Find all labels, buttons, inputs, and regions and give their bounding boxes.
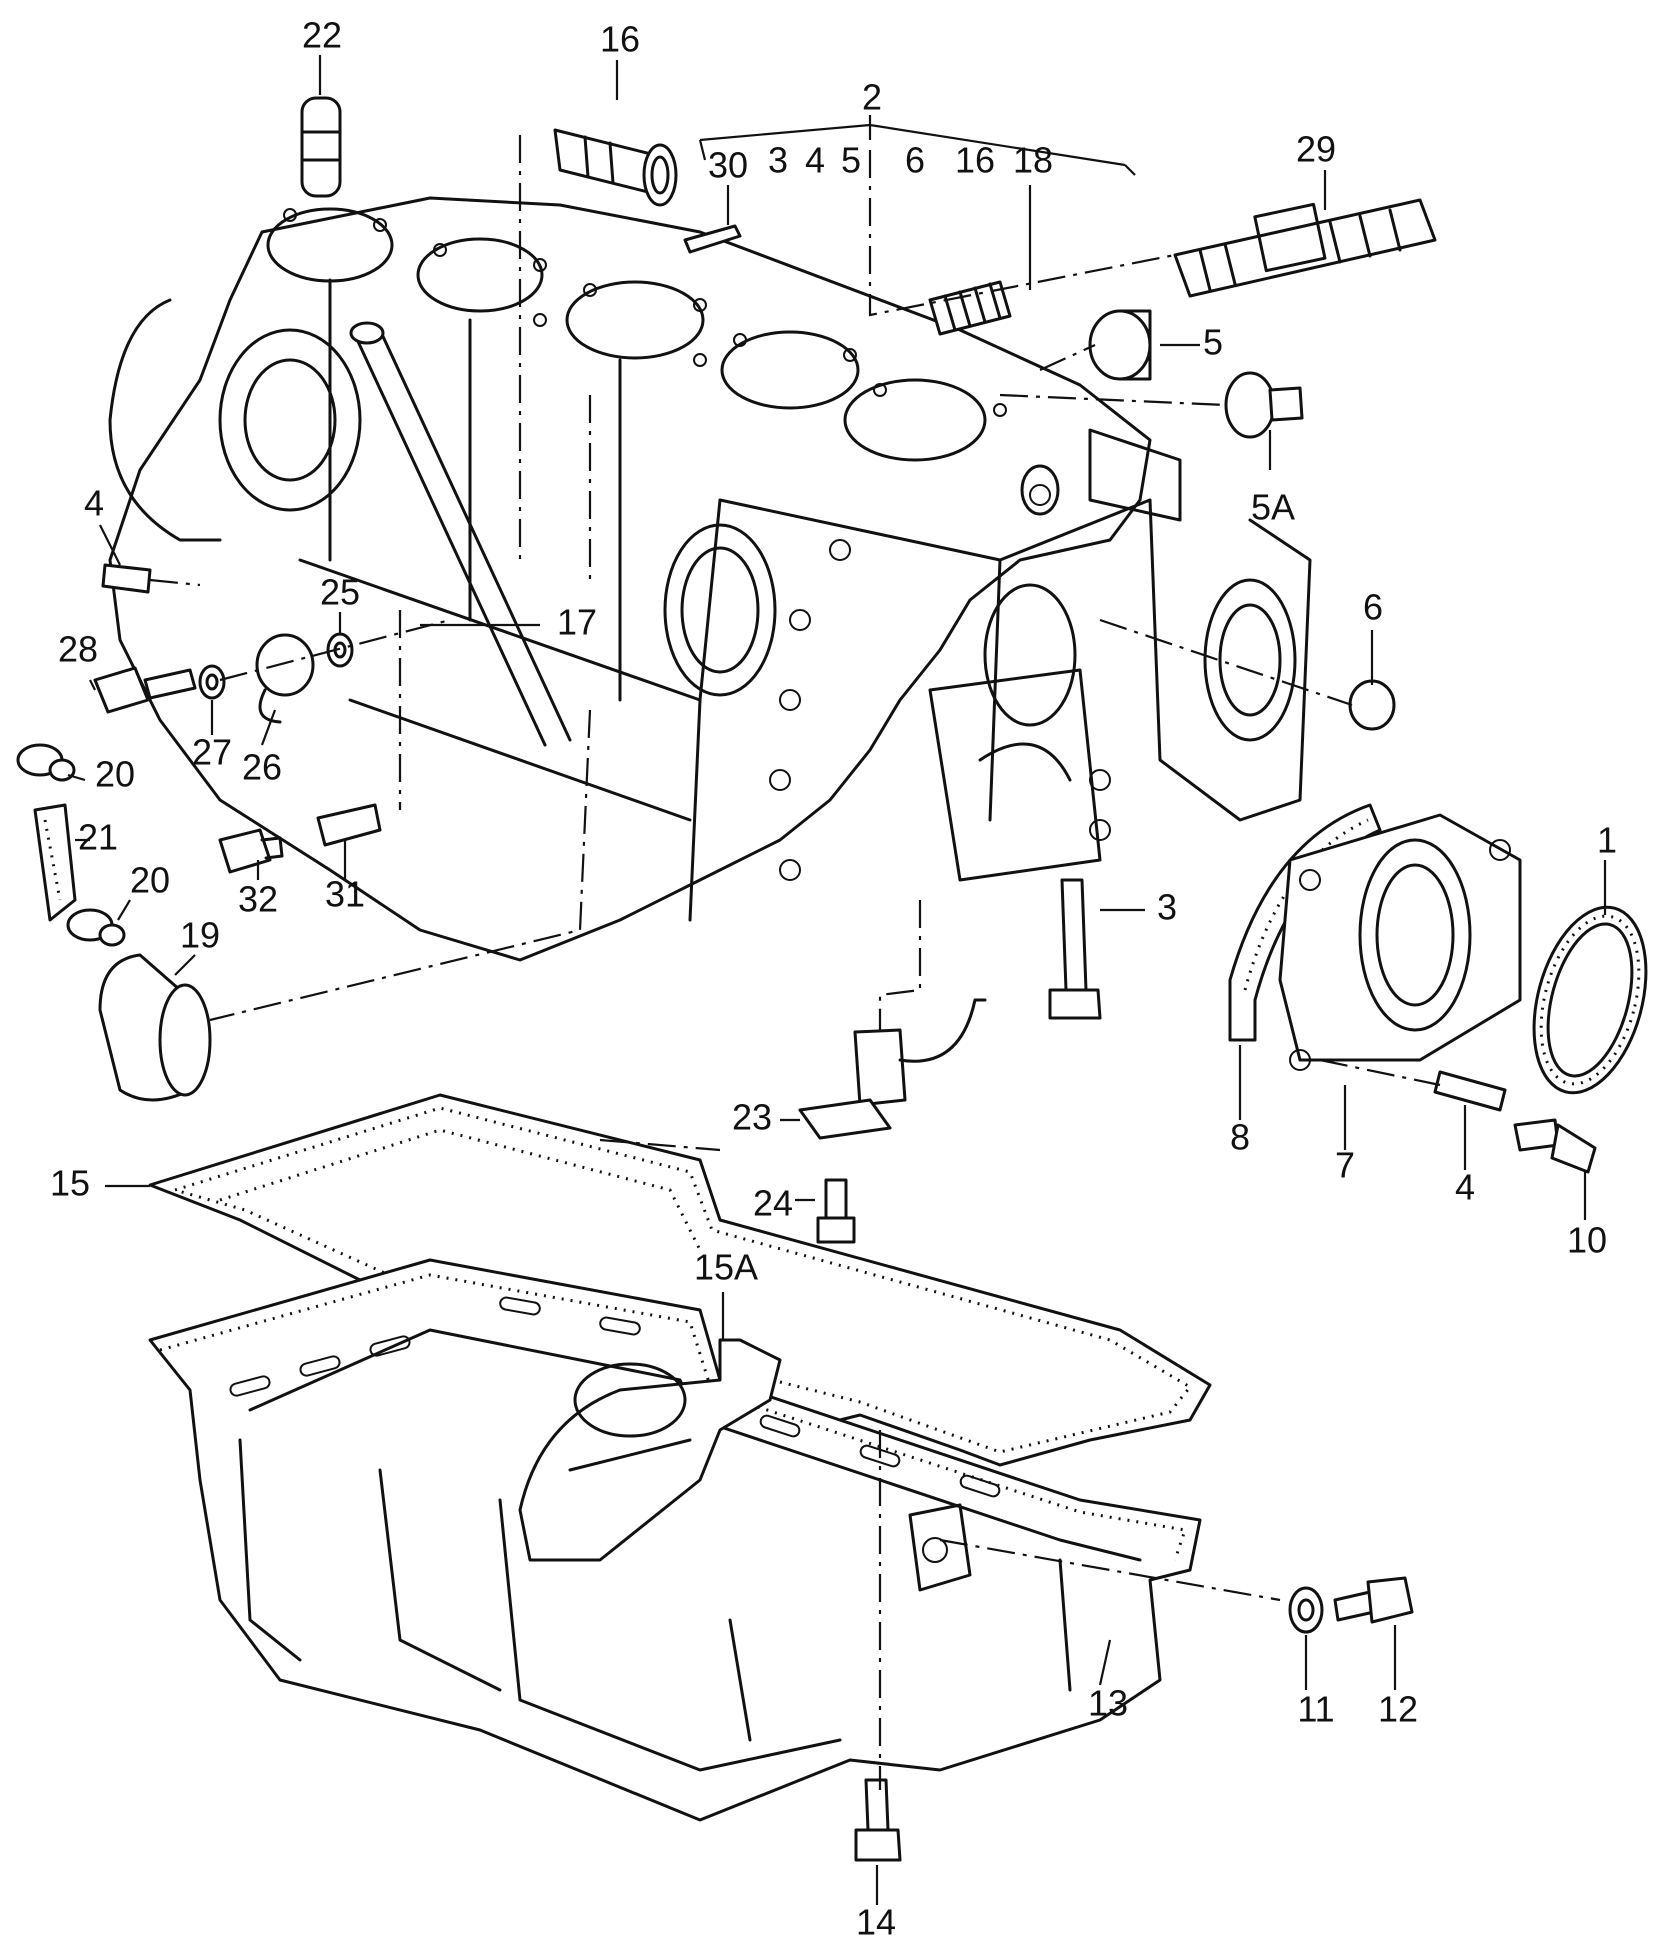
callout-labels: 2 22 16 30 3 4 5 6 16 18 29 5 5A 6 4 25 … [50,15,1617,1943]
callout-28: 28 [58,629,98,670]
dipstick-guide-tube [349,321,572,747]
callout-5A: 5A [1251,487,1295,528]
callout-10: 10 [1567,1220,1607,1261]
dowel-sleeve [300,96,342,198]
callout-5: 5 [841,140,861,181]
callout-26: 26 [242,747,282,788]
callout-20: 20 [130,860,170,901]
sender-bolt [816,1178,856,1244]
hose-clamp [16,743,126,947]
callout-14: 14 [856,1902,896,1943]
callout-6: 6 [905,140,925,181]
dowel-pin-right [1433,1070,1507,1112]
callout-13: 13 [1088,1683,1128,1724]
dowel-pin-left [101,563,152,594]
callout-4: 4 [84,483,104,524]
callout-22: 22 [302,15,342,56]
oil-seal [1532,905,1648,1095]
flange-bolt [1513,1118,1597,1174]
banjo-union [255,633,315,724]
callout-29: 29 [1296,129,1336,170]
callout-27: 27 [192,732,232,773]
callout-15A: 15A [694,1247,758,1288]
screw-plug [1224,371,1304,439]
assembly-lines [149,135,1441,1790]
callout-2: 2 [862,77,882,118]
dowel-pin [683,224,742,254]
callout-4: 4 [805,140,825,181]
callout-6: 6 [1363,587,1383,628]
crankcase-breather [98,953,212,1102]
callout-19: 19 [180,915,220,956]
leader-lines [67,55,1607,1905]
callout-7: 7 [1335,1145,1355,1186]
breather-hose [33,803,77,922]
cup-plug [1088,309,1152,381]
callout-12: 12 [1378,1689,1418,1730]
oil-pan [148,1258,1202,1822]
sealing-washer [198,664,226,700]
callout-23: 23 [732,1097,772,1138]
sleeve-bush [553,128,678,207]
callout-16: 16 [600,19,640,60]
callout-16: 16 [955,140,995,181]
callout-3: 3 [768,140,788,181]
callout-1: 1 [1597,820,1617,861]
callout-15: 15 [50,1163,90,1204]
drain-plug-washer [1288,1586,1324,1634]
callout-24: 24 [753,1183,793,1224]
threaded-stud [1173,198,1437,298]
callout-8: 8 [1230,1117,1250,1158]
callout-32: 32 [238,879,278,920]
threaded-sleeve [928,280,1012,336]
callout-3: 3 [1157,887,1177,928]
sender-bracket [798,998,987,1140]
callout-17: 17 [557,602,597,643]
callout-21: 21 [78,817,118,858]
callout-4: 4 [1455,1167,1475,1208]
callout-20: 20 [95,754,135,795]
seal-plug [1348,679,1396,731]
oil-plug [218,828,284,874]
drain-plug [1333,1576,1414,1624]
callout-30: 30 [708,145,748,186]
seal-flange [1278,813,1522,1071]
hex-bolt [1048,878,1102,1020]
oil-pan-bolt [854,1778,902,1862]
callout-18: 18 [1013,140,1053,181]
banjo-bolt [93,666,197,714]
callout-31: 31 [325,874,365,915]
oil-jet [316,803,382,847]
callout-5: 5 [1203,322,1223,363]
oil-baffle [518,1338,782,1562]
cylinder-block [108,196,1312,962]
callout-11: 11 [1297,1689,1334,1730]
callout-25: 25 [320,572,360,613]
